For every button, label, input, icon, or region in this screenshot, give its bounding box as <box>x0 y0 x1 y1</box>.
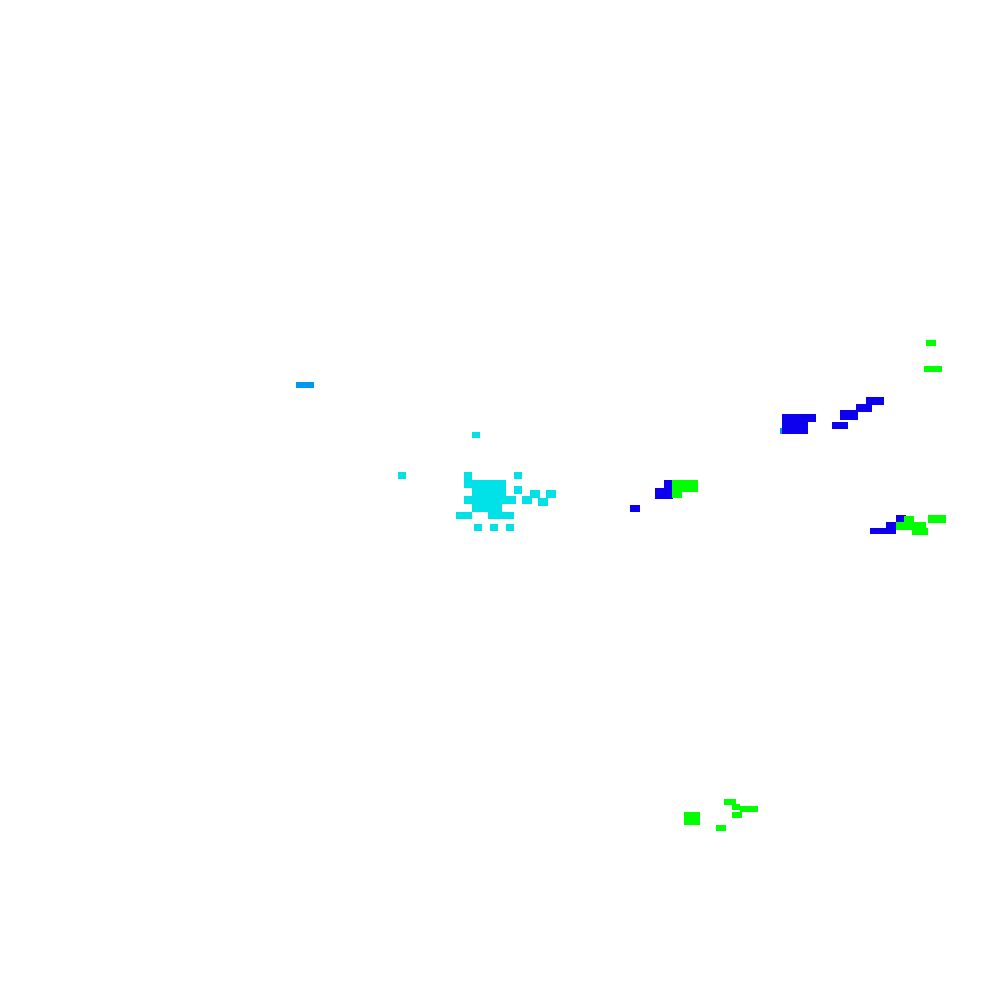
blue-green-patch-center-east <box>630 480 674 512</box>
blue-green-patch-center-east-cell <box>630 505 640 512</box>
blue-band-east <box>870 515 906 534</box>
green-in-center-east-cell <box>672 480 698 492</box>
blue-streak-northeast-cell <box>866 397 884 405</box>
blue-streak-northeast-cell <box>832 422 848 429</box>
cyan-cluster-center-cell <box>456 512 472 519</box>
green-band-east <box>896 515 946 535</box>
green-specks-far-northeast <box>924 340 942 372</box>
blue-streak-northeast <box>782 397 884 434</box>
green-in-center-east-cell <box>672 490 682 498</box>
cyan-cluster-center-cell <box>538 498 548 506</box>
green-band-east-cell <box>904 516 914 522</box>
cyan-cluster-center-cell <box>472 488 506 496</box>
blue-green-patch-center-east-cell <box>664 480 674 488</box>
cyan-cluster-center-cell <box>488 512 514 519</box>
blue-green-patch-center-east-cell <box>655 488 673 499</box>
cyan-cluster-center-cell <box>506 496 516 504</box>
cyan-cluster-center-cell <box>464 480 506 488</box>
green-specks-south <box>684 799 758 831</box>
blue-band-east-cell <box>896 515 906 523</box>
green-band-east-cell <box>896 522 926 530</box>
blue-streak-northeast-cell <box>782 414 816 422</box>
cyan-cluster-center-cell <box>530 490 540 498</box>
cyan-cluster-center-cell <box>506 524 514 531</box>
cyan-cluster-center-cell <box>464 472 472 480</box>
green-band-east-cell <box>928 515 946 523</box>
green-in-center-east <box>672 480 698 498</box>
light-blue-patch-west-cell <box>296 382 314 388</box>
green-specks-south-cell <box>716 825 726 831</box>
cyan-cluster-center-cell <box>514 486 522 494</box>
blue-band-east-cell <box>870 528 896 534</box>
cyan-cluster-center-cell <box>490 524 498 531</box>
blue-band-east-cell <box>886 522 896 530</box>
green-band-east-cell <box>912 528 928 535</box>
blue-streak-northeast-cell <box>840 410 858 420</box>
green-specks-far-northeast-cell <box>924 366 942 372</box>
cyan-cluster-center-cell <box>472 504 480 512</box>
green-specks-south-cell <box>732 812 742 818</box>
cyan-cluster-center <box>398 432 556 531</box>
blue-streak-northeast-cell <box>856 404 872 412</box>
cyan-cluster-center-cell <box>514 472 522 479</box>
cyan-cluster-center-cell <box>472 432 480 438</box>
cyan-cluster-center-cell <box>522 496 532 504</box>
cyan-cluster-center-cell <box>398 472 406 479</box>
green-specks-south-cell <box>732 804 740 810</box>
cyan-cluster-center-cell <box>480 504 502 512</box>
green-specks-south-cell <box>724 799 736 805</box>
green-specks-south-cell <box>684 812 700 825</box>
blue-streak-northeast-cell <box>782 420 808 434</box>
cyan-cluster-center-cell <box>546 490 556 498</box>
green-specks-south-cell <box>740 806 758 812</box>
cyan-cluster-center-cell <box>464 496 514 504</box>
cyan-cluster-center-cell <box>474 524 482 531</box>
green-specks-far-northeast-cell <box>926 340 936 346</box>
